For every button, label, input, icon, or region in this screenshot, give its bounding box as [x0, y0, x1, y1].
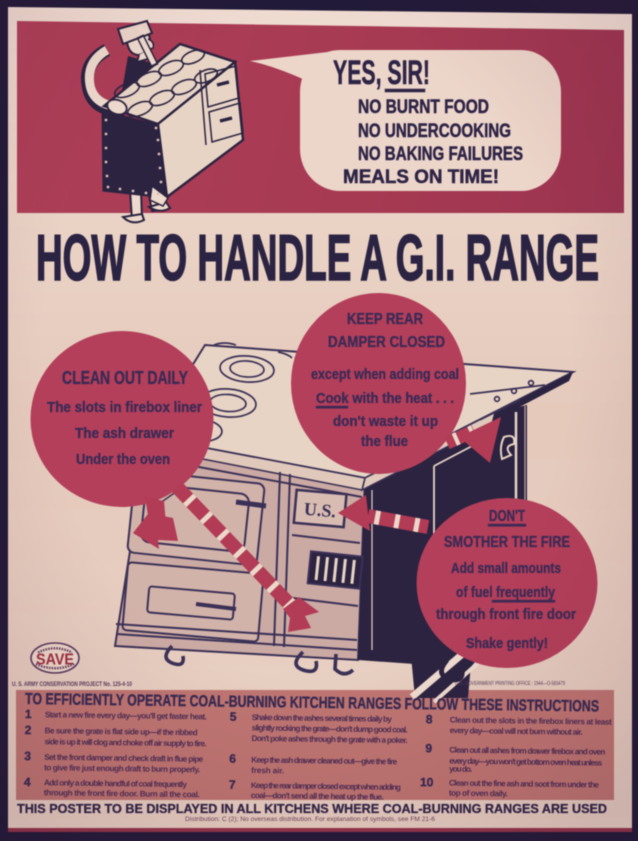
svg-text:8: 8 — [426, 712, 433, 726]
svg-text:KEEP REAR: KEEP REAR — [347, 311, 423, 328]
svg-text:Shake gently!: Shake gently! — [466, 635, 548, 652]
svg-text:to give fire just enough draft: to give fire just enough draft to burn p… — [44, 763, 200, 774]
svg-text:Distribution: C (2); No overs: Distribution: C (2); No overseas distrib… — [185, 817, 436, 823]
svg-text:you do.: you do. — [449, 765, 472, 774]
svg-text:side is up it will clog and ch: side is up it will clog and choke off ai… — [44, 737, 206, 748]
svg-text:6: 6 — [229, 752, 236, 766]
svg-text:of fuel frequently: of fuel frequently — [456, 584, 556, 601]
svg-text:4: 4 — [24, 775, 31, 789]
svg-text:3: 3 — [24, 749, 31, 763]
svg-text:DON'T: DON'T — [489, 508, 525, 525]
svg-text:Keep the rear damper closed ex: Keep the rear damper closed except when … — [251, 781, 401, 792]
svg-text:every day—you won't get bottom: every day—you won't get bottom oven heat… — [449, 757, 603, 768]
svg-text:Set the front damper and check: Set the front damper and check draft in … — [44, 753, 204, 764]
svg-text:YES, SIR!: YES, SIR! — [333, 54, 430, 92]
svg-text:NO BAKING FAILURES: NO BAKING FAILURES — [358, 144, 523, 165]
svg-text:Start a new fire every day—you: Start a new fire every day—you'll get fa… — [45, 710, 207, 721]
svg-text:Shake down the ashes several t: Shake down the ashes several times daily… — [252, 713, 393, 724]
svg-text:don't waste it up: don't waste it up — [333, 413, 438, 430]
svg-text:Clean out all ashes from drawe: Clean out all ashes from drawer firebox … — [449, 746, 605, 757]
svg-text:Add only a double handful of c: Add only a double handful of coal freque… — [44, 778, 188, 789]
svg-text:SAVE: SAVE — [36, 652, 74, 669]
svg-text:HOW TO HANDLE A G.I. RANGE: HOW TO HANDLE A G.I. RANGE — [36, 221, 599, 294]
svg-text:5: 5 — [230, 710, 237, 724]
svg-text:Cook with the heat . . .: Cook with the heat . . . — [316, 390, 454, 407]
svg-text:THIS POSTER TO BE DISPLAYED IN: THIS POSTER TO BE DISPLAYED IN ALL KITCH… — [17, 801, 607, 816]
svg-text:9: 9 — [425, 741, 432, 755]
svg-text:U. S. GOVERNMENT PRINTING OFFI: U. S. GOVERNMENT PRINTING OFFICE : 1944—… — [455, 681, 565, 687]
svg-text:7: 7 — [229, 778, 236, 792]
svg-text:10: 10 — [420, 775, 434, 789]
svg-text:U.S.: U.S. — [303, 499, 337, 522]
svg-text:CLEAN OUT DAILY: CLEAN OUT DAILY — [62, 368, 188, 388]
svg-text:NO BURNT FOOD: NO BURNT FOOD — [358, 97, 489, 118]
svg-text:DAMPER CLOSED: DAMPER CLOSED — [328, 334, 445, 351]
svg-text:Add small amounts: Add small amounts — [451, 560, 561, 577]
svg-text:SMOTHER THE FIRE: SMOTHER THE FIRE — [444, 534, 570, 551]
svg-text:Clean out the slots in the fir: Clean out the slots in the firebox liner… — [450, 716, 612, 727]
svg-text:except when adding coal: except when adding coal — [311, 366, 459, 383]
svg-text:The slots in firebox liner: The slots in firebox liner — [47, 399, 202, 416]
svg-text:through the front fire door.: through the front fire door. Burn all th… — [44, 788, 200, 799]
svg-text:NO UNDERCOOKING: NO UNDERCOOKING — [358, 121, 511, 142]
svg-text:every day—coal will not burn w: every day—coal will not burn without air… — [450, 726, 583, 737]
svg-text:MEALS ON TIME!: MEALS ON TIME! — [343, 167, 499, 188]
svg-text:Don't poke ashes through the g: Don't poke ashes through the grate with … — [252, 734, 408, 745]
svg-text:top of oven daily.: top of oven daily. — [449, 789, 508, 799]
svg-text:Under the oven: Under the oven — [76, 451, 170, 468]
svg-text:through front fire door: through front fire door — [436, 606, 576, 623]
svg-text:the flue: the flue — [361, 433, 408, 450]
svg-text:2: 2 — [25, 723, 32, 737]
svg-text:Clean out the fine ash and soo: Clean out the fine ash and soot from und… — [449, 779, 600, 790]
svg-text:Be sure the grate is flat side: Be sure the grate is flat side up—if the… — [45, 726, 198, 737]
svg-text:coal—don't send all the heat u: coal—don't send all the heat up the flue… — [251, 791, 384, 802]
svg-text:1: 1 — [25, 707, 32, 721]
svg-text:Keep the ash drawer cleaned ou: Keep the ash drawer cleaned out—give the… — [251, 755, 398, 766]
svg-text:slightly rocking the grate—don: slightly rocking the grate—don't dump go… — [252, 723, 408, 734]
svg-text:fresh air.: fresh air. — [251, 766, 284, 775]
svg-text:The ash drawer: The ash drawer — [75, 425, 174, 442]
svg-text:U. S. ARMY CONSERVATION PROJEC: U. S. ARMY CONSERVATION PROJECT No. 125-… — [12, 682, 133, 688]
